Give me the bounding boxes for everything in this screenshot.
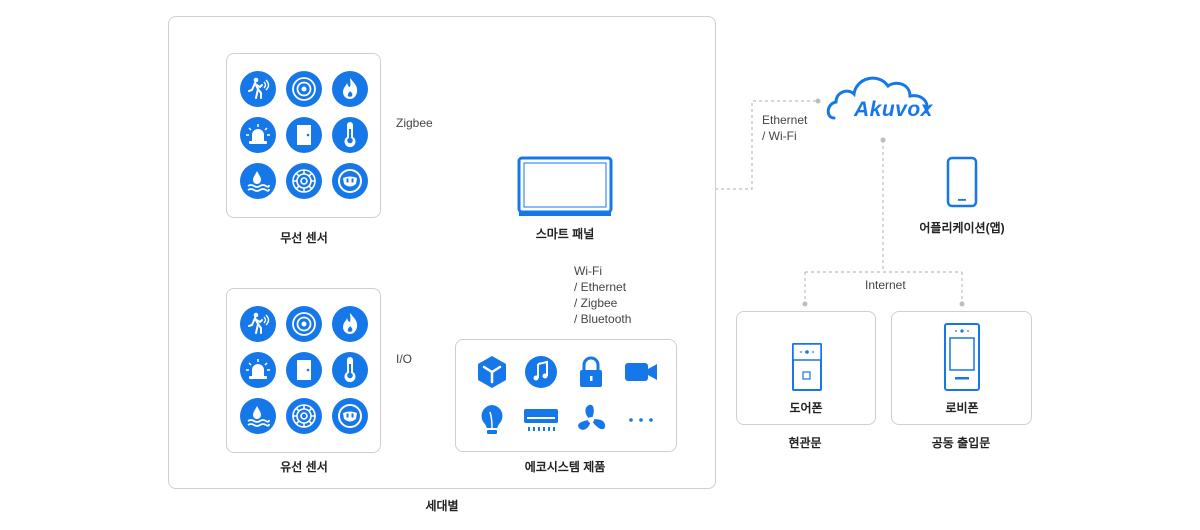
internet-label: Internet: [865, 278, 906, 292]
alarm-siren-icon: [240, 117, 276, 153]
water-leak-icon: [240, 398, 276, 434]
air-conditioner-icon: [521, 400, 561, 440]
thermometer-icon: [332, 352, 368, 388]
more-icon: [621, 400, 661, 440]
gas-detector-icon: [286, 398, 322, 434]
cloud-connection-label: Ethernet / Wi-Fi: [762, 113, 808, 143]
lobby-phone-box: 로비폰: [891, 311, 1032, 425]
door-phone-label: 도어폰: [789, 401, 823, 415]
smartphone-icon: [946, 156, 978, 213]
fire-icon: [332, 71, 368, 107]
smoke-detector-icon: [286, 306, 322, 342]
door-sensor-icon: [286, 352, 322, 388]
wireless-sensor-label: 무선 센서: [280, 231, 328, 245]
smart-panel-label: 스마트 패널: [535, 227, 595, 241]
door-phone-box: 도어폰: [736, 311, 876, 425]
motion-sensor-icon: [240, 71, 276, 107]
door-phone-location: 현관문: [788, 436, 822, 450]
wired-sensor-box: [226, 288, 381, 453]
household-label: 세대별: [425, 499, 459, 513]
zigbee-label: Zigbee: [396, 116, 433, 130]
fire-icon: [332, 306, 368, 342]
panel-cloud-line: [625, 100, 818, 190]
door-sensor-icon: [286, 117, 322, 153]
wired-sensor-label: 유선 센서: [280, 460, 328, 474]
wireless-sensor-box: [226, 53, 381, 218]
ecosystem-box: [455, 339, 677, 452]
smart-panel-icon: [517, 156, 613, 225]
lock-icon: [571, 352, 611, 392]
music-icon: [521, 352, 561, 392]
motion-sensor-icon: [240, 306, 276, 342]
smart-plug-icon: [332, 398, 368, 434]
panel-eco-connection-label: Wi-Fi / Ethernet / Zigbee / Bluetooth: [574, 264, 632, 326]
ecosystem-label: 에코시스템 제품: [524, 460, 606, 474]
door-phone-icon: [791, 342, 823, 397]
water-leak-icon: [240, 163, 276, 199]
application-label: 어플리케이션(앱): [919, 221, 1005, 235]
fan-icon: [571, 400, 611, 440]
alarm-siren-icon: [240, 352, 276, 388]
io-label: I/O: [396, 352, 413, 366]
light-bulb-icon: [472, 400, 512, 440]
smoke-detector-icon: [286, 71, 322, 107]
gas-detector-icon: [286, 163, 322, 199]
lobby-phone-label: 로비폰: [945, 401, 979, 415]
lobby-phone-icon: [943, 322, 981, 397]
smart-plug-icon: [332, 163, 368, 199]
camera-icon: [621, 352, 661, 392]
smart-hub-icon: [472, 352, 512, 392]
akuvox-brand: Akuvox: [854, 98, 933, 121]
cloud-icon: [826, 76, 929, 120]
internet-branch-line: [804, 271, 963, 304]
thermometer-icon: [332, 117, 368, 153]
lobby-phone-location: 공동 출입문: [931, 436, 991, 450]
akuvox-cloud-logo: Akuvox: [826, 68, 944, 126]
